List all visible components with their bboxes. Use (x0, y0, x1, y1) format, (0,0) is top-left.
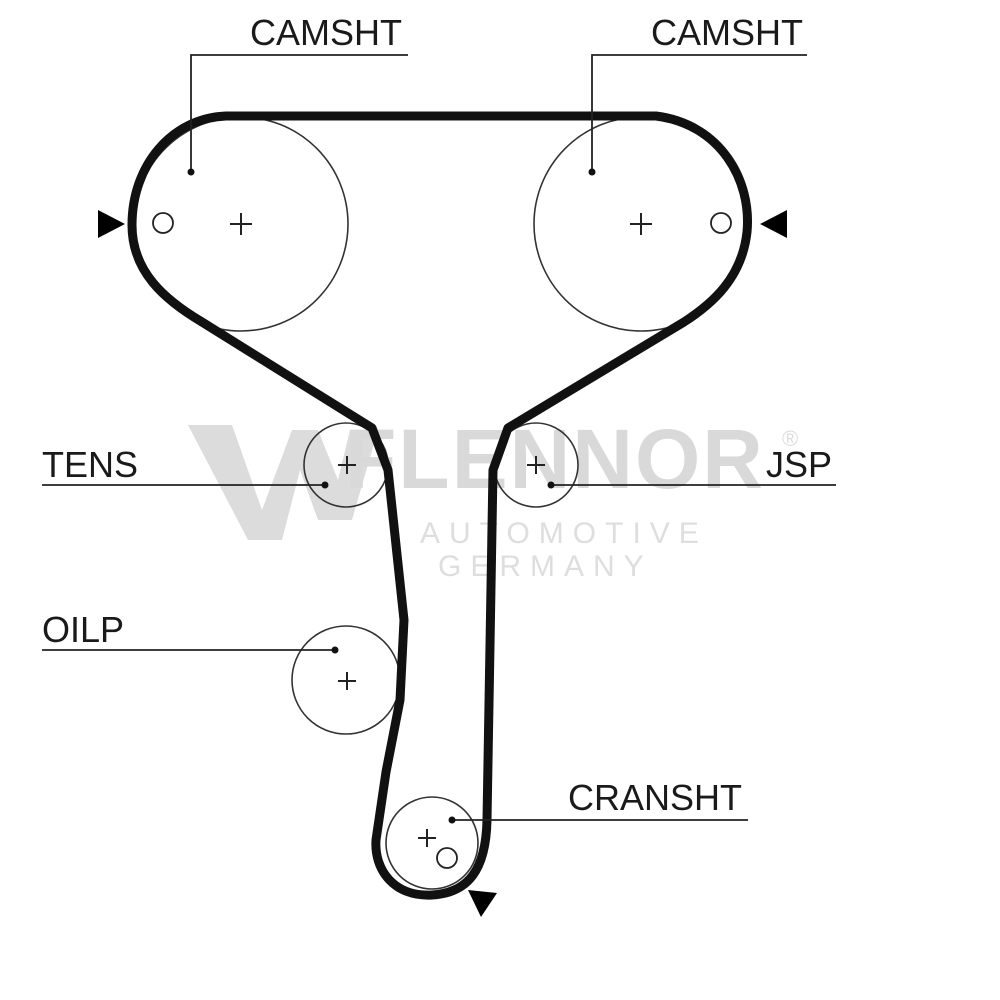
watermark-logo-w (188, 425, 378, 540)
jackshaft-leader-dot (547, 481, 555, 489)
watermark-brand: FLENNOR (345, 412, 765, 506)
crankshaft-arrow-icon (468, 890, 497, 917)
left-camshaft-center-icon (230, 213, 252, 235)
crankshaft-timing-mark-icon (436, 847, 458, 869)
right-camshaft-timing-mark-icon (710, 212, 732, 234)
label-oil-pump: OILP (42, 609, 124, 650)
right-camshaft-leader-dot (588, 168, 596, 176)
watermark-line2: GERMANY (438, 550, 653, 583)
watermark-registered: ® (782, 426, 798, 451)
label-camshaft-right: CAMSHT (651, 12, 803, 53)
crankshaft-leader-dot (448, 816, 456, 824)
timing-marks (152, 212, 732, 869)
left-camshaft-timing-mark-icon (152, 212, 174, 234)
label-tensioner: TENS (42, 444, 138, 485)
label-jackshaft: JSP (766, 444, 832, 485)
right-camshaft-arrow-icon (760, 210, 787, 238)
left-camshaft-arrow-icon (98, 210, 125, 238)
label-camshaft-left: CAMSHT (250, 12, 402, 53)
oil-pump-leader-dot (331, 646, 339, 654)
tensioner-center-icon (338, 456, 356, 474)
right-camshaft-leader (591, 54, 807, 172)
crankshaft-center-icon (418, 829, 436, 847)
crankshaft-pulley (385, 796, 479, 890)
left-camshaft-leader (190, 54, 408, 172)
right-camshaft-center-icon (630, 213, 652, 235)
watermark-line1: AUTOMOTIVE (420, 517, 708, 550)
tensioner-leader-dot (321, 481, 329, 489)
label-crankshaft: CRANSHT (568, 777, 742, 818)
left-camshaft-leader-dot (187, 168, 195, 176)
jackshaft-center-icon (527, 456, 545, 474)
pulley-centers (230, 213, 652, 847)
labels: CAMSHT CAMSHT TENS JSP OILP CRANSHT (42, 12, 832, 818)
timing-belt (127, 111, 753, 900)
alignment-arrows (98, 210, 787, 917)
oil-pump-center-icon (338, 672, 356, 690)
leaders (42, 54, 836, 824)
